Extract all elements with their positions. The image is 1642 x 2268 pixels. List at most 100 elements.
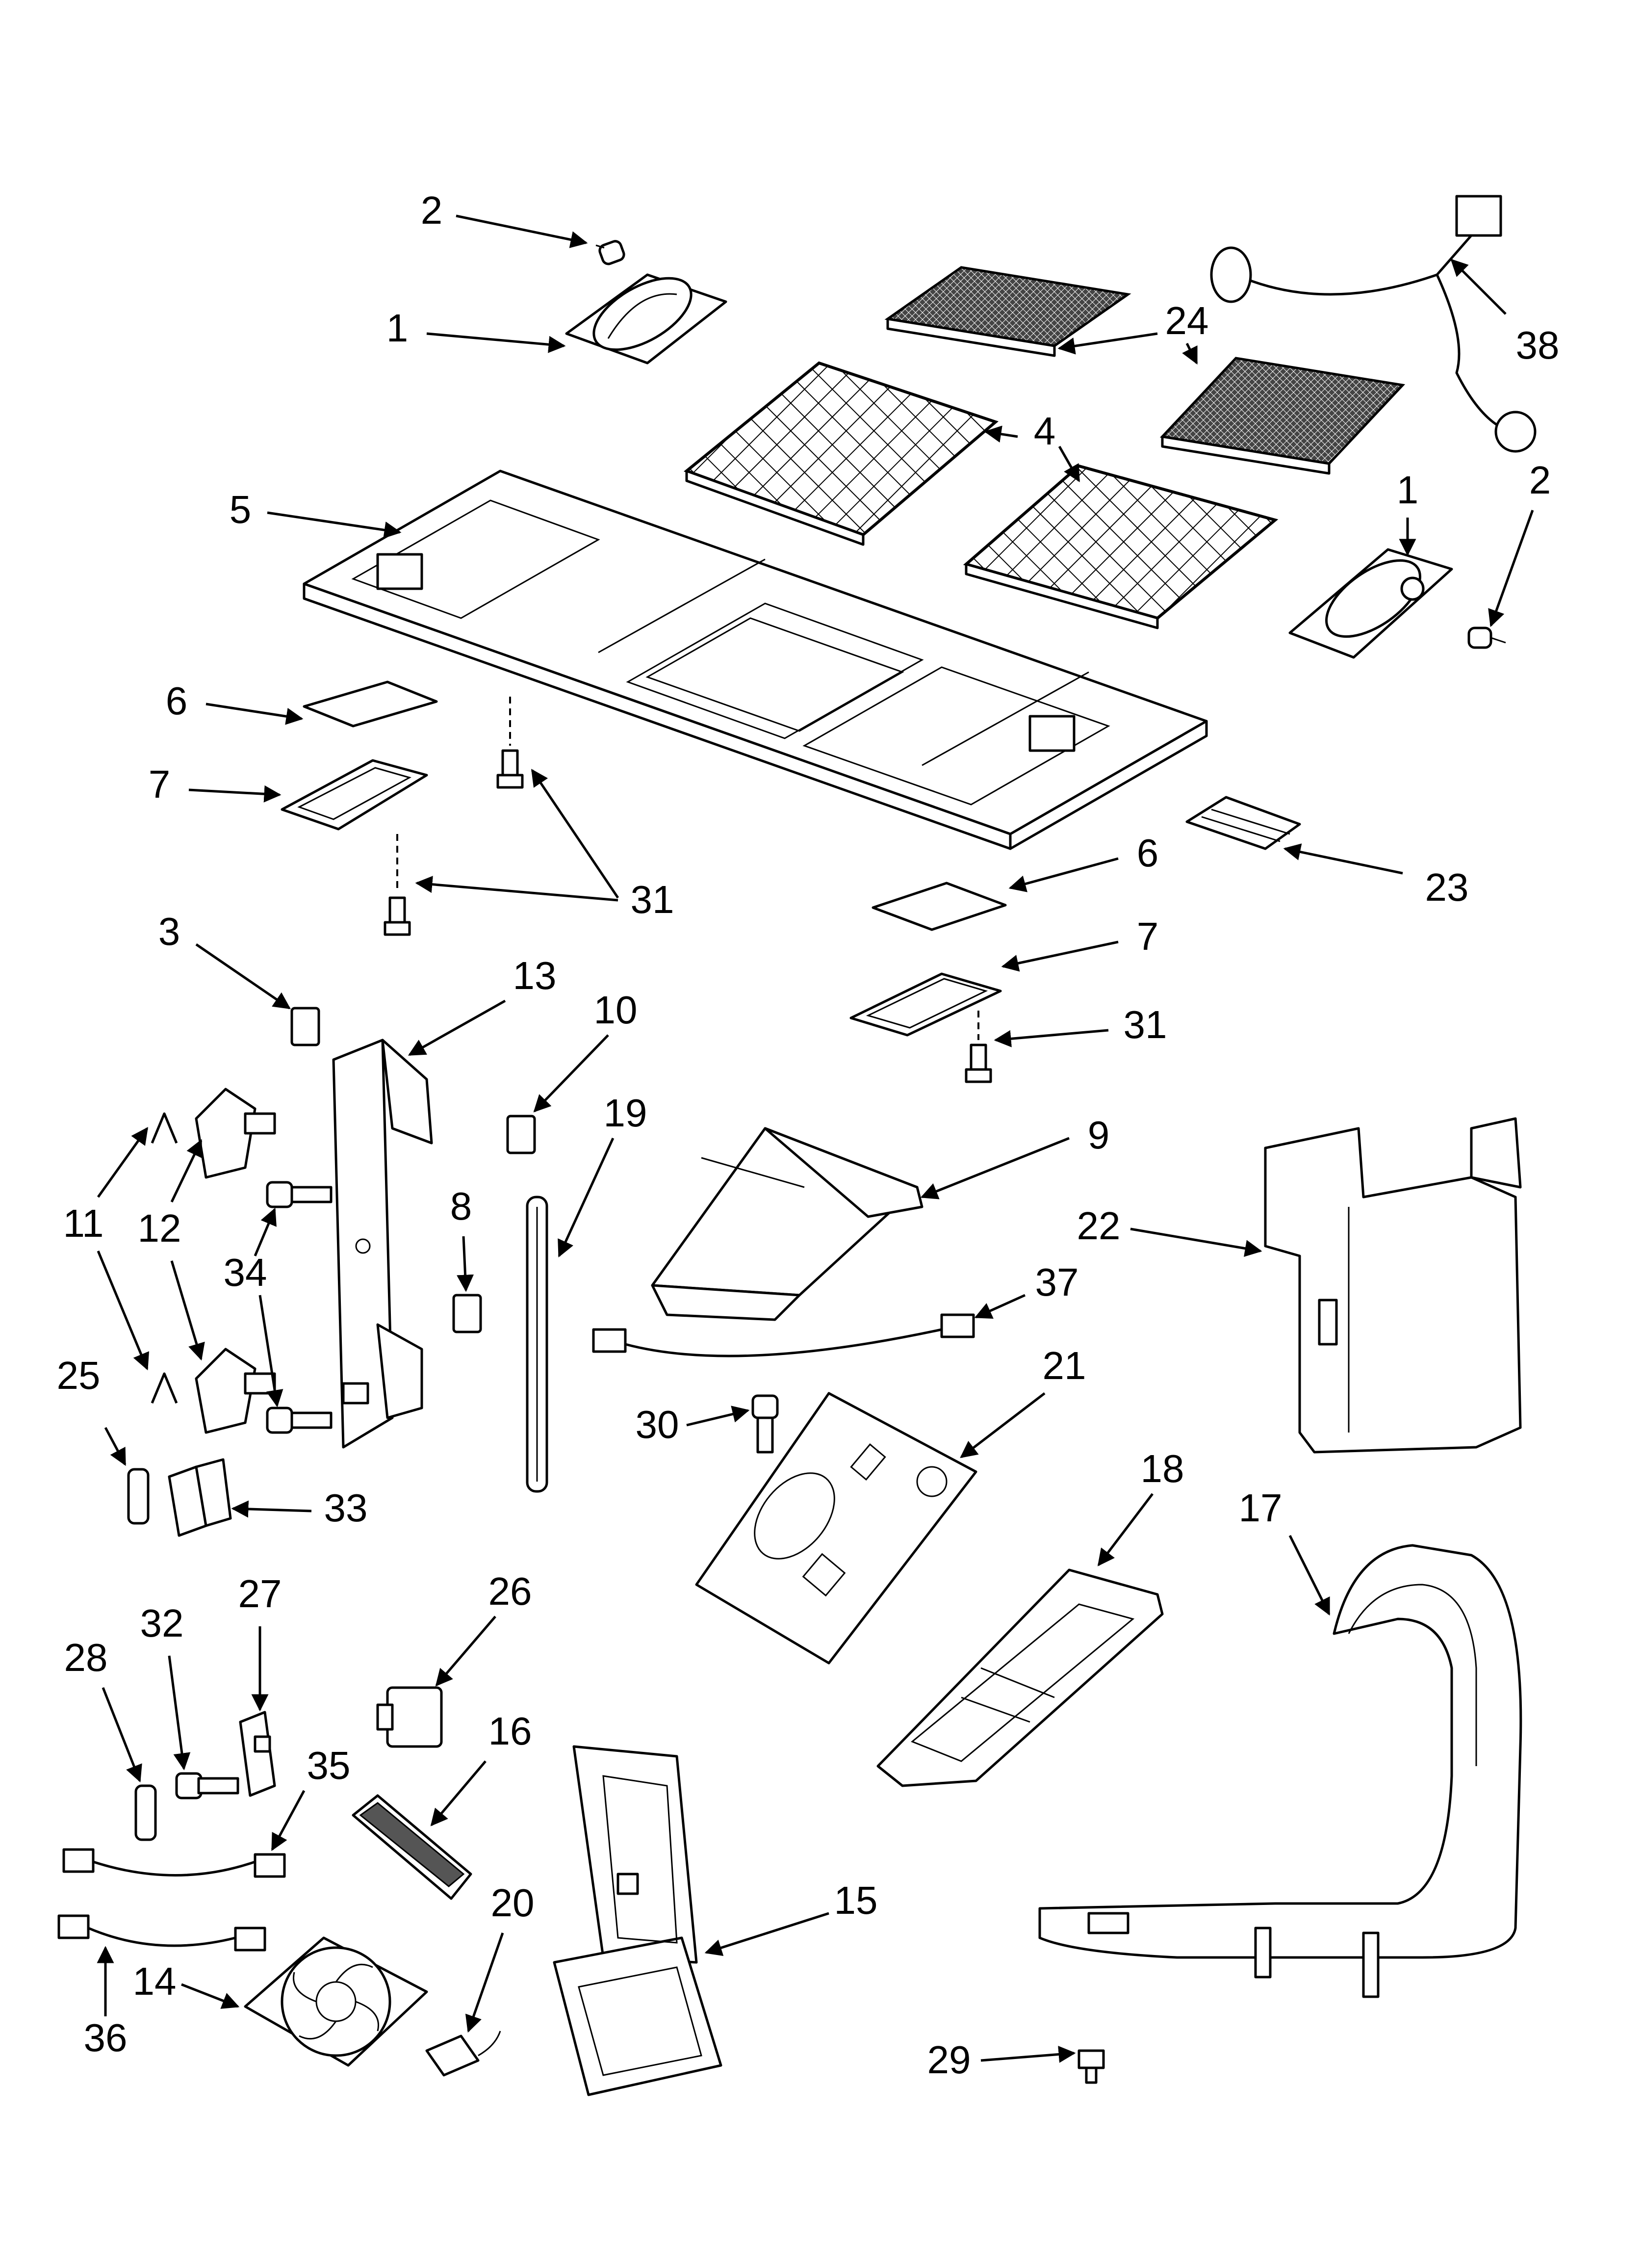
leader-8	[457, 1236, 474, 1292]
callout-7a: 7	[149, 762, 171, 806]
callout-3: 3	[158, 910, 180, 953]
callout-14: 14	[133, 1959, 177, 2003]
callout-6b: 6	[1137, 831, 1159, 875]
leader-2a	[456, 214, 588, 248]
callout-19: 19	[604, 1091, 647, 1135]
leader-7a	[188, 785, 282, 803]
callout-38: 38	[1516, 323, 1560, 367]
callout-27: 27	[238, 1572, 282, 1616]
part-thermal-sensor	[425, 2031, 501, 2077]
callout-35: 35	[307, 1744, 351, 1787]
leader-34b	[258, 1295, 283, 1408]
part-screw-34-lower	[266, 1407, 333, 1434]
leader-19	[558, 1137, 615, 1258]
leader-24a	[1057, 332, 1158, 355]
callout-16: 16	[488, 1709, 532, 1753]
part-wire-harness-36	[57, 1914, 266, 1952]
leader-38	[1450, 259, 1507, 315]
leader-20	[465, 1932, 504, 2033]
part-latch-lever-upper	[195, 1088, 276, 1179]
callout-7b: 7	[1137, 914, 1159, 958]
callout-15: 15	[834, 1878, 878, 1922]
callout-29: 29	[927, 2038, 971, 2082]
part-switch-8	[452, 1294, 482, 1333]
leader-3	[195, 943, 291, 1010]
callout-31b: 31	[1124, 1003, 1167, 1046]
part-circuit-board	[352, 1794, 472, 1900]
part-shield-left	[303, 680, 438, 728]
part-bracket-27	[239, 1711, 276, 1797]
callout-23: 23	[1425, 865, 1469, 909]
callout-25: 25	[57, 1354, 101, 1397]
part-lamp-wire-harness	[1210, 195, 1537, 453]
part-base-frame	[1038, 1544, 1522, 1998]
leader-16	[430, 1760, 487, 1826]
leader-26	[435, 1616, 496, 1687]
part-fuse-holder	[168, 1458, 232, 1537]
part-bottom-shroud	[876, 1568, 1164, 1787]
callout-4: 4	[1034, 409, 1056, 453]
part-spring-lower	[151, 1372, 178, 1404]
callout-30: 30	[636, 1403, 679, 1446]
part-switch-3	[290, 1007, 320, 1046]
leader-7b	[1001, 940, 1119, 972]
leader-28	[102, 1687, 142, 1783]
leader-22	[1130, 1227, 1262, 1257]
callout-2a: 2	[421, 188, 443, 232]
part-screw-32	[175, 1772, 239, 1799]
part-wire-harness-35	[62, 1848, 286, 1878]
leader-12a	[170, 1139, 203, 1203]
callout-8: 8	[450, 1184, 472, 1228]
part-screw-30	[751, 1394, 779, 1454]
callout-21: 21	[1043, 1344, 1086, 1387]
leader-30	[686, 1406, 750, 1427]
callout-12: 12	[138, 1206, 181, 1250]
leader-12b	[170, 1260, 205, 1361]
leader-17	[1288, 1535, 1331, 1616]
leader-10	[533, 1034, 609, 1113]
leader-6a	[205, 703, 304, 725]
part-lamp-housing-left	[565, 273, 727, 365]
part-cooling-fan	[244, 1936, 428, 2067]
callout-36: 36	[84, 2016, 128, 2059]
part-damper-bracket	[1185, 796, 1301, 850]
leader-11a	[97, 1127, 149, 1198]
leader-34a	[254, 1207, 277, 1256]
leader-31b	[415, 876, 618, 902]
callout-37: 37	[1035, 1260, 1079, 1304]
part-control-housing	[553, 1745, 722, 2096]
part-control-board	[695, 1392, 977, 1665]
part-screw-34-upper	[266, 1181, 333, 1208]
callout-10: 10	[594, 988, 638, 1032]
part-clip-29	[1078, 2049, 1105, 2084]
part-rear-duct	[1264, 1117, 1522, 1454]
callout-26: 26	[488, 1569, 532, 1613]
leader-33	[231, 1500, 312, 1518]
leader-35	[271, 1790, 306, 1851]
leader-37	[974, 1294, 1026, 1319]
callout-18: 18	[1141, 1447, 1184, 1490]
part-fuse-25	[127, 1468, 150, 1525]
leader-21	[960, 1392, 1046, 1459]
leader-13	[408, 999, 506, 1056]
callout-31a: 31	[631, 878, 674, 921]
part-relay	[376, 1686, 443, 1748]
part-air-duct	[651, 1127, 924, 1321]
leader-31a	[531, 769, 619, 899]
part-shield-right	[872, 882, 1007, 931]
part-fuse-28	[134, 1784, 157, 1841]
callout-1a: 1	[386, 306, 409, 350]
leader-31c	[994, 1029, 1109, 1047]
part-bulb-left	[595, 240, 625, 265]
part-screw-31-center	[496, 697, 524, 789]
callout-22: 22	[1077, 1204, 1121, 1248]
part-screw-31-left	[384, 834, 411, 936]
leader-32	[168, 1655, 191, 1771]
part-charcoal-filter-lower	[1159, 357, 1406, 475]
callout-13: 13	[513, 954, 557, 997]
part-screw-31-right	[965, 1011, 992, 1083]
part-seal-strip	[526, 1196, 548, 1493]
part-lamp-cover-right	[849, 972, 1002, 1037]
leader-1a	[426, 332, 566, 353]
